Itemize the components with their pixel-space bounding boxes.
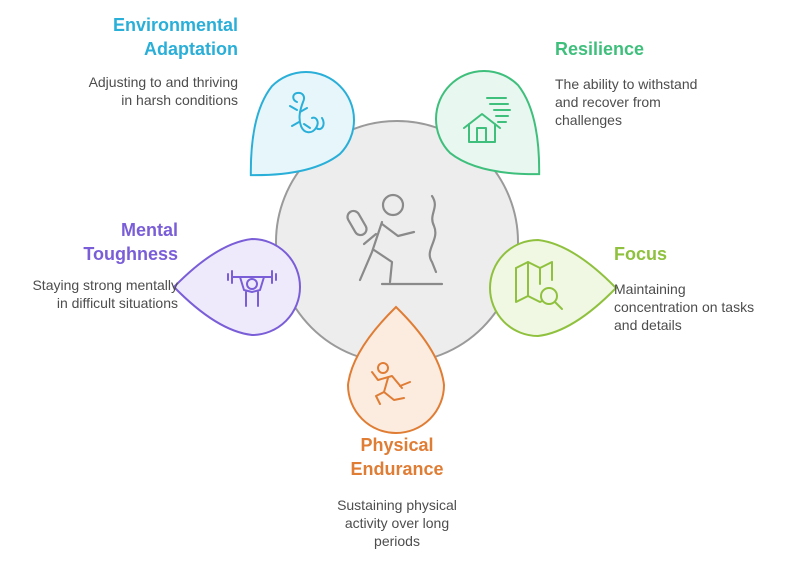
climber-icon: [346, 193, 444, 286]
focus-desc: Maintaining concentration on tasks and d…: [614, 281, 755, 333]
house-wind-icon: [463, 97, 511, 143]
mental-toughness-desc: Staying strong mentally in difficult sit…: [32, 277, 178, 311]
environmental-adaptation-title: Environmental Adaptation: [112, 15, 238, 59]
salamander-icon: [289, 91, 325, 134]
weightlifter-icon: [227, 270, 277, 307]
physical-endurance-title: Physical Endurance: [350, 435, 444, 479]
map-search-icon: [515, 261, 563, 310]
environmental-adaptation-desc: Adjusting to and thriving in harsh condi…: [88, 74, 238, 108]
resilience-title: Resilience: [555, 39, 645, 59]
environmental-adaptation-node: [249, 71, 355, 177]
mental-toughness-title: Mental Toughness: [83, 220, 178, 264]
resilience-desc: The ability to withstand and recover fro…: [555, 76, 698, 128]
physical-endurance-node: [346, 305, 446, 434]
athlete-icon: [371, 362, 411, 405]
physical-endurance-desc: Sustaining physical activity over long p…: [337, 497, 457, 549]
mental-toughness-node: [172, 237, 301, 337]
resilience-node: [435, 70, 541, 176]
focus-title: Focus: [614, 244, 668, 264]
